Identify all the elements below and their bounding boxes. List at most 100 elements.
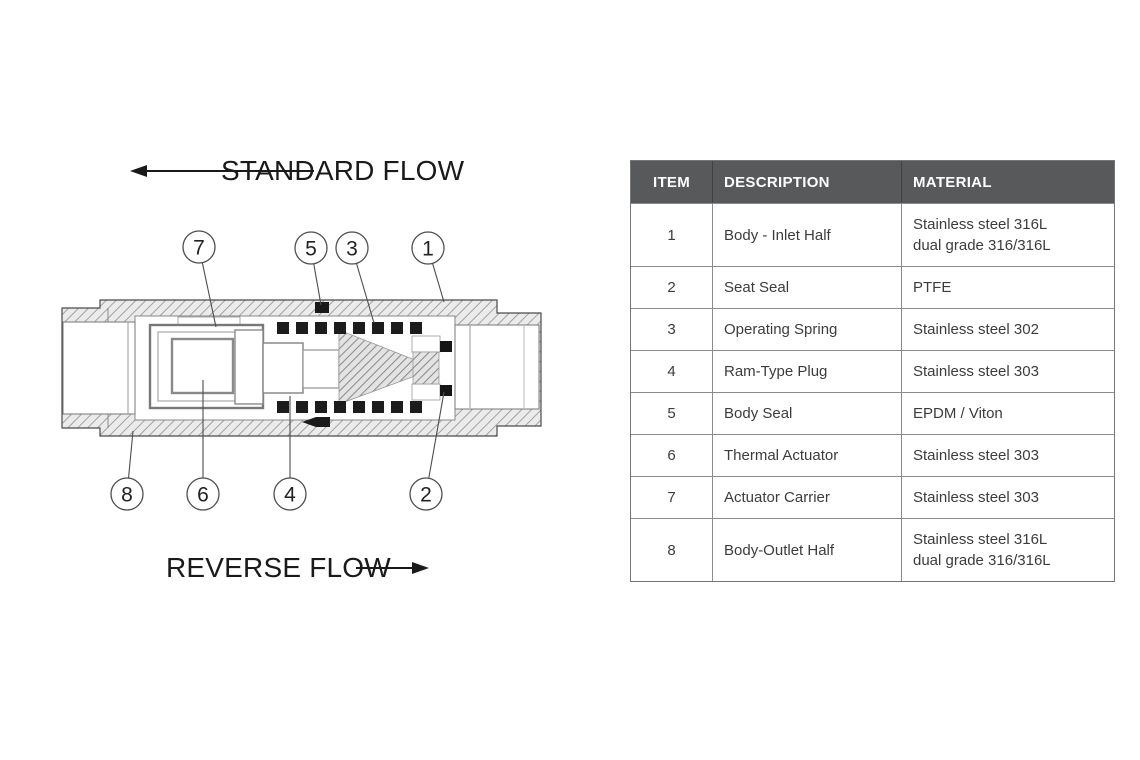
table-header-row: ITEM DESCRIPTION MATERIAL: [631, 161, 1114, 203]
callout-number-2: 2: [420, 484, 432, 507]
header-material: MATERIAL: [901, 161, 1114, 203]
spring-coil-square: [391, 401, 403, 413]
seat-seal-bottom: [440, 385, 452, 396]
callout-circle-3: [335, 231, 369, 265]
description-cell: Actuator Carrier: [712, 477, 901, 518]
spring-coil-square: [353, 322, 365, 334]
callout-number-7: 7: [193, 237, 205, 260]
callout-leader-line-5: [313, 263, 322, 306]
callout-circle-7: [182, 230, 216, 264]
spring-coil-square: [372, 322, 384, 334]
spring-coil-square: [315, 401, 327, 413]
arrow-head: [412, 562, 429, 574]
item-cell: 2: [667, 279, 676, 296]
table-row: 4 Ram-Type Plug Stainless steel 303: [631, 350, 1114, 392]
spring-coil-square: [372, 401, 384, 413]
carrier-plate: [234, 329, 264, 405]
callout-number-6: 6: [197, 484, 209, 507]
item-cell: 8: [667, 541, 676, 559]
spring-coil-square: [410, 322, 422, 334]
spring-coil-square: [334, 322, 346, 334]
description-cell: Body-Outlet Half: [712, 519, 901, 581]
reverse-flow-arrow-icon: [356, 562, 429, 574]
callout-circle-1: [411, 231, 445, 265]
spring-coil-square: [410, 401, 422, 413]
callout-circle-8: [110, 477, 144, 511]
callout-number-5: 5: [305, 238, 317, 261]
callout-leader-line-8: [127, 430, 134, 479]
callout-number-4: 4: [284, 484, 296, 507]
material-cell: EPDM / Viton: [901, 393, 1114, 434]
callout-number-8: 8: [121, 484, 133, 507]
table-row: 8 Body-Outlet Half Stainless steel 316L d…: [631, 518, 1114, 581]
material-line: Stainless steel 303: [913, 363, 1039, 380]
material-cell: Stainless steel 302: [901, 309, 1114, 350]
material-line: EPDM / Viton: [913, 405, 1003, 422]
seat-seal-top: [440, 341, 452, 352]
inlet-bore: [454, 324, 540, 410]
standard-flow-arrow-icon: [130, 165, 316, 177]
material-line: dual grade 316/316L: [913, 552, 1051, 569]
spring-coil-square: [353, 401, 365, 413]
parts-table: ITEM DESCRIPTION MATERIAL 1 Body - Inlet…: [630, 160, 1115, 582]
spring-coil-square: [296, 401, 308, 413]
spring-coil-square: [277, 401, 289, 413]
operating-spring: [277, 322, 422, 413]
callout-leader-line-1: [432, 263, 445, 303]
callout-number-3: 3: [346, 238, 358, 261]
material-cell: Stainless steel 303: [901, 351, 1114, 392]
description-cell: Operating Spring: [712, 309, 901, 350]
description-cell: Ram-Type Plug: [712, 351, 901, 392]
material-line: Stainless steel 303: [913, 489, 1039, 506]
callout-circle-6: [186, 477, 220, 511]
item-cell: 4: [667, 363, 676, 380]
material-cell: Stainless steel 303: [901, 435, 1114, 476]
table-body: 1 Body - Inlet Half Stainless steel 316L…: [631, 203, 1114, 581]
ram-plug-head: [302, 349, 340, 389]
header-description: DESCRIPTION: [712, 161, 901, 203]
spring-coil-square: [391, 322, 403, 334]
outlet-bore: [62, 321, 136, 415]
callout-circle-4: [273, 477, 307, 511]
reverse-flow-label: REVERSE FLOW: [166, 552, 391, 583]
arrow-head: [130, 165, 147, 177]
ram-plug-body: [262, 342, 304, 394]
table-row: 6 Thermal Actuator Stainless steel 303: [631, 434, 1114, 476]
description-cell: Thermal Actuator: [712, 435, 901, 476]
material-line: Stainless steel 316L: [913, 216, 1048, 233]
body-seal-arrow: [302, 417, 316, 427]
material-line: Stainless steel 303: [913, 447, 1039, 464]
item-cell: 5: [667, 405, 676, 422]
seat-pocket-bottom: [411, 383, 441, 401]
material-line: Stainless steel 302: [913, 321, 1039, 338]
material-cell: PTFE: [901, 267, 1114, 308]
table-row: 7 Actuator Carrier Stainless steel 303: [631, 476, 1114, 518]
table-row: 5 Body Seal EPDM / Viton: [631, 392, 1114, 434]
header-item: ITEM: [652, 173, 691, 191]
description-cell: Seat Seal: [712, 267, 901, 308]
body-seal-bottom: [316, 417, 330, 427]
material-cell: Stainless steel 316L dual grade 316/316L: [901, 519, 1114, 581]
material-line: dual grade 316/316L: [913, 237, 1051, 254]
spring-coil-square: [334, 401, 346, 413]
spring-coil-square: [277, 322, 289, 334]
callout-circle-5: [294, 231, 328, 265]
material-cell: Stainless steel 316L dual grade 316/316L: [901, 204, 1114, 266]
item-cell: 3: [667, 321, 676, 338]
description-cell: Body Seal: [712, 393, 901, 434]
material-line: Stainless steel 316L: [913, 531, 1048, 548]
seat-pocket-top: [411, 335, 441, 353]
item-cell: 1: [667, 226, 676, 244]
item-cell: 6: [667, 447, 676, 464]
spring-coil-square: [315, 322, 327, 334]
callout-leader-line-2: [428, 391, 445, 479]
table-row: 2 Seat Seal PTFE: [631, 266, 1114, 308]
callout-circle-2: [409, 477, 443, 511]
arrow-shaft: [142, 170, 314, 172]
table-row: 1 Body - Inlet Half Stainless steel 316L…: [631, 203, 1114, 266]
callout-leader-line-7: [201, 262, 217, 328]
material-cell: Stainless steel 303: [901, 477, 1114, 518]
